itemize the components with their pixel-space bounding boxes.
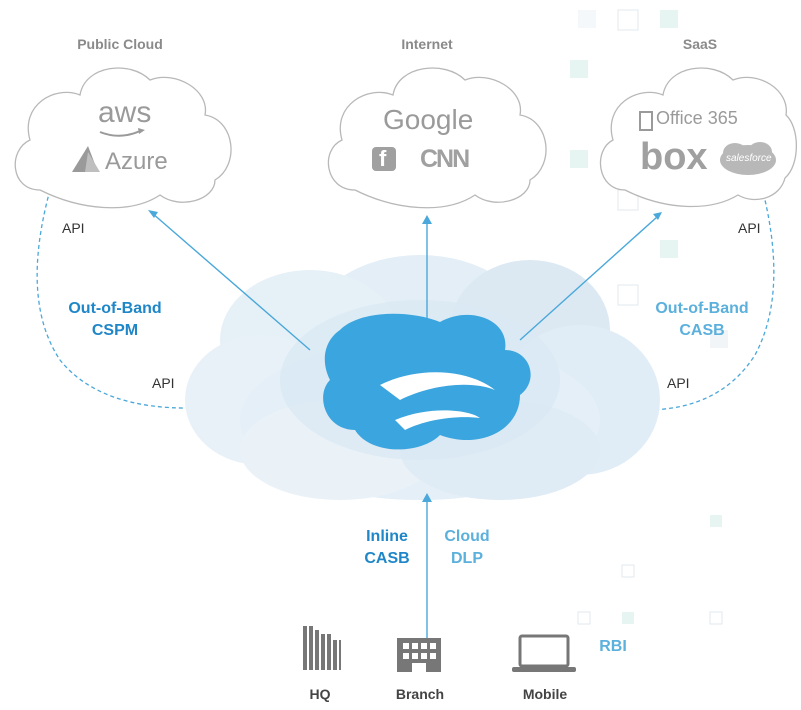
laptop-icon: [512, 634, 576, 672]
out-of-band-cspm: Out-of-Band CSPM: [55, 298, 175, 342]
api-label-left-top: API: [62, 220, 85, 236]
arrows: [148, 210, 662, 640]
aws-smile-icon: [99, 128, 145, 137]
aws-logo: aws: [98, 96, 152, 129]
central-logo: [323, 313, 531, 450]
inline-casb: Inline CASB: [352, 526, 422, 570]
facebook-logo: f: [379, 146, 387, 171]
branch-building-icon: [397, 638, 441, 672]
api-label-left-bottom: API: [152, 375, 175, 391]
out-of-band-cspm-line1: Out-of-Band: [68, 300, 162, 317]
out-of-band-casb-line1: Out-of-Band: [655, 300, 749, 317]
azure-icon: [72, 146, 100, 172]
out-of-band-cspm-line2: CSPM: [91, 322, 139, 339]
saas-title: SaaS: [682, 36, 718, 52]
out-of-band-casb: Out-of-Band CASB: [642, 298, 762, 342]
hq-building-icon: [303, 626, 341, 670]
inline-casb-line1: Inline: [366, 528, 408, 545]
api-label-right-bottom: API: [667, 375, 690, 391]
box-logo: box: [640, 136, 708, 178]
rbi-label: RBI: [599, 638, 627, 655]
google-logo: Google: [383, 104, 474, 135]
branch-label: Branch: [395, 686, 445, 702]
cnn-logo: CNN: [420, 145, 470, 173]
internet-cloud-shape: [327, 67, 547, 209]
office365-logo: Office 365: [656, 108, 738, 128]
dashed-arc-right: [644, 179, 775, 411]
salesforce-icon: [720, 142, 776, 175]
facebook-icon: [372, 147, 396, 171]
dashed-arc-left: [36, 189, 196, 409]
hq-label: HQ: [309, 686, 331, 702]
internet-title: Internet: [401, 36, 453, 52]
cloud-dlp-line2: DLP: [451, 550, 483, 567]
azure-logo: Azure: [105, 148, 168, 175]
salesforce-logo: salesforce: [726, 153, 772, 164]
office-icon: [639, 111, 653, 131]
cloud-dlp-line1: Cloud: [444, 528, 490, 545]
inline-casb-line2: CASB: [364, 550, 410, 567]
public-cloud-shape: [14, 67, 232, 209]
out-of-band-casb-line2: CASB: [679, 322, 725, 339]
mobile-label: Mobile: [522, 686, 568, 702]
api-label-right-top: API: [738, 220, 761, 236]
public-cloud-title: Public Cloud: [77, 36, 163, 52]
cloud-dlp: Cloud DLP: [432, 526, 502, 570]
